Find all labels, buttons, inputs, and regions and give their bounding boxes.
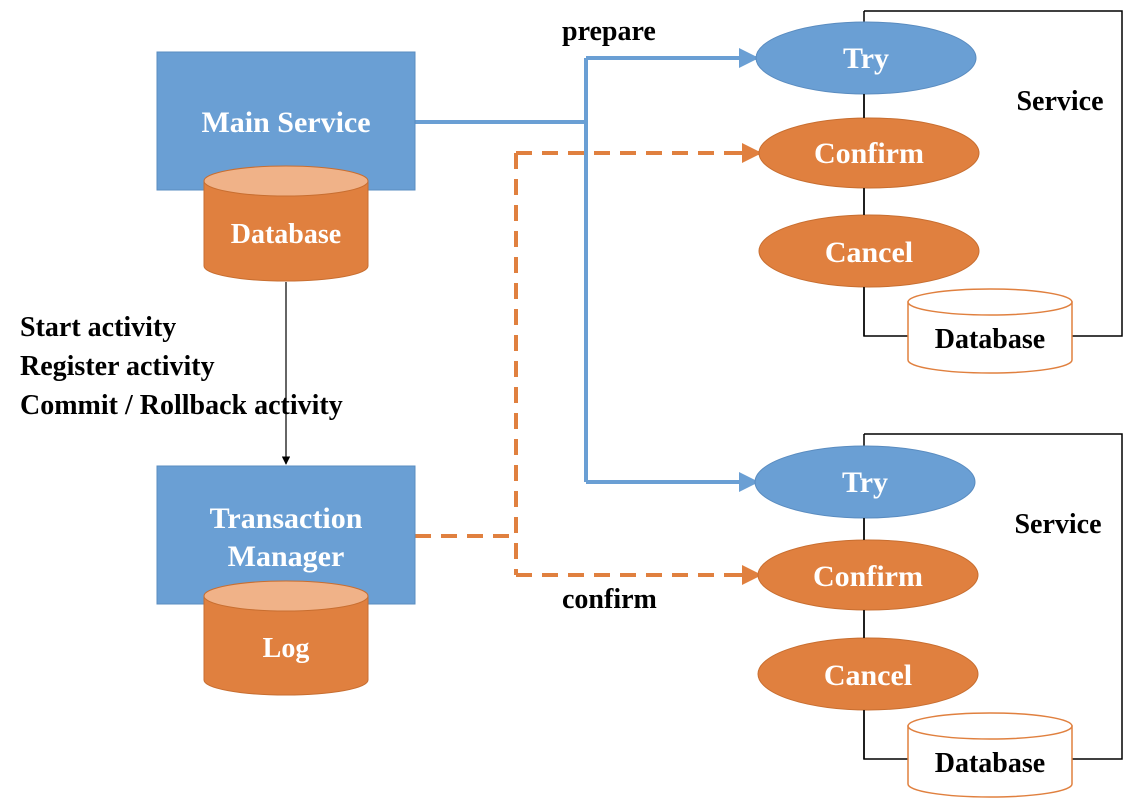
- service-1-confirm: [758, 117, 980, 189]
- activity-note-register: Register activity: [20, 351, 215, 382]
- confirm-connector: [415, 151, 745, 577]
- service-1-frame: [864, 10, 1123, 337]
- prepare-connector: [415, 56, 755, 484]
- service-1-database-label: Database: [935, 324, 1045, 355]
- activity-notes: Start activity Register activity Commit …: [20, 312, 343, 421]
- service-1-title: Service: [1016, 86, 1103, 117]
- service-1-database: Database: [907, 288, 1073, 374]
- log-database-label: Log: [263, 633, 310, 664]
- main-service-label: Main Service: [201, 106, 370, 139]
- service-2-database: Database: [907, 712, 1073, 798]
- service-2-confirm: [757, 539, 979, 611]
- service-2-database-top: [907, 712, 1073, 740]
- activity-note-commit: Commit / Rollback activity: [20, 390, 343, 421]
- service-1-confirm-label: Confirm: [814, 137, 924, 170]
- service-2-try: [754, 445, 976, 519]
- service-2-confirm-label: Confirm: [813, 560, 923, 593]
- main-database-top: [203, 165, 369, 197]
- main-database-label: Database: [231, 219, 341, 250]
- transaction-manager-label-1: Transaction: [210, 502, 363, 535]
- service-2-database-body: [907, 725, 1073, 798]
- log-database-top: [203, 580, 369, 612]
- service-2-title: Service: [1014, 509, 1101, 540]
- service-1-cancel-label: Cancel: [825, 236, 913, 269]
- service-2-database-label: Database: [935, 748, 1045, 779]
- service-1-try: [755, 21, 977, 95]
- service-1-database-top: [907, 288, 1073, 316]
- transaction-manager-label-2: Manager: [228, 540, 345, 573]
- service-2: Service Try Confirm Cancel Database: [754, 433, 1123, 798]
- service-1-try-label: Try: [843, 42, 889, 75]
- log-database: Log: [203, 580, 369, 696]
- service-2-cancel-label: Cancel: [824, 659, 912, 692]
- main-database-body: [203, 180, 369, 282]
- prepare-label: prepare: [562, 16, 656, 47]
- service-2-cancel: [757, 637, 979, 711]
- confirm-label: confirm: [562, 584, 657, 615]
- service-1-database-body: [907, 301, 1073, 374]
- service-1-cancel: [758, 214, 980, 288]
- main-database: Database: [203, 165, 369, 282]
- activity-note-start: Start activity: [20, 312, 176, 343]
- service-2-frame: [864, 433, 1123, 760]
- service-2-try-label: Try: [842, 466, 888, 499]
- log-database-body: [203, 595, 369, 696]
- service-1: Service Try Confirm Cancel Database: [755, 10, 1123, 374]
